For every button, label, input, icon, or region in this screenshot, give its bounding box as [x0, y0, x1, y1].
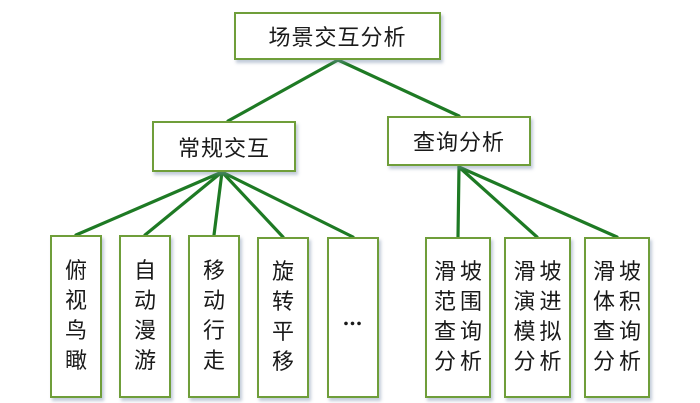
leaf-node: 滑体查分 坡积询析: [584, 237, 650, 398]
leaf-char: 滑: [433, 259, 456, 285]
root-label: 场景交互分析: [268, 26, 407, 51]
leaf-char: 平: [271, 319, 294, 345]
leaf-label-col1: 滑体查分: [593, 258, 615, 378]
leaf-char: 游: [133, 348, 156, 374]
leaf-char: 查: [592, 319, 615, 345]
link-regular-leaf-4: [220, 170, 285, 239]
leaf-char: 漫: [133, 318, 156, 344]
leaf-char: 析: [460, 349, 483, 375]
link-root-regular: [226, 58, 340, 123]
leaf-char: 行: [202, 318, 225, 344]
leaf-char: 转: [271, 289, 294, 315]
leaf-char: 动: [202, 288, 225, 314]
leaf-node-ellipsis: …: [327, 237, 379, 398]
leaf-char: 移: [271, 349, 294, 375]
leaf-char: 坡: [539, 259, 562, 285]
leaf-label: 俯视鸟瞰: [65, 257, 87, 377]
leaf-char: 体: [592, 289, 615, 315]
leaf-char: 分: [433, 349, 456, 375]
leaf-char: 进: [539, 289, 562, 315]
leaf-label-col2: 坡进拟析: [540, 258, 562, 378]
leaf-node: 旋转平移: [257, 237, 309, 398]
leaf-char: 模: [513, 319, 536, 345]
ellipsis-label: …: [342, 305, 364, 330]
leaf-char: 分: [513, 349, 536, 375]
leaf-label-col2: 坡积询析: [619, 258, 641, 378]
leaf-label-col1: 滑演模分: [513, 258, 535, 378]
leaf-char: 析: [539, 349, 562, 375]
branch-node-regular-interaction: 常规交互: [152, 121, 296, 172]
leaf-char: 析: [619, 349, 642, 375]
leaf-label: 自动漫游: [134, 257, 156, 377]
link-regular-leaf-1: [74, 170, 224, 237]
leaf-char: 自: [133, 258, 156, 284]
root-node: 场景交互分析: [234, 12, 441, 60]
leaf-node: 俯视鸟瞰: [50, 235, 102, 398]
leaf-char: 坡: [619, 259, 642, 285]
leaf-char: 移: [202, 258, 225, 284]
leaf-char: 瞰: [64, 348, 87, 374]
leaf-char: 查: [433, 319, 456, 345]
leaf-char: 走: [202, 348, 225, 374]
link-query-leaf-1: [456, 165, 461, 239]
leaf-label-col1: 滑范查分: [434, 258, 456, 378]
link-query-leaf-2: [457, 165, 539, 239]
leaf-char: 鸟: [64, 318, 87, 344]
leaf-node: 移动行走: [188, 235, 240, 398]
leaf-char: 滑: [513, 259, 536, 285]
leaf-char: 拟: [539, 319, 562, 345]
leaf-label: 旋转平移: [272, 258, 294, 378]
leaf-char: 询: [460, 319, 483, 345]
leaf-char: 坡: [460, 259, 483, 285]
leaf-char: 积: [619, 289, 642, 315]
branch-label: 常规交互: [177, 136, 270, 162]
leaf-char: 动: [133, 288, 156, 314]
leaf-char: 分: [592, 349, 615, 375]
link-regular-leaf-2: [143, 170, 224, 237]
leaf-char: 旋: [271, 259, 294, 285]
leaf-char: 范: [433, 289, 456, 315]
leaf-node: 滑演模分 坡进拟析: [504, 237, 571, 398]
link-regular-leaf-3: [212, 170, 224, 237]
branch-label: 查询分析: [412, 131, 505, 156]
link-root-query: [336, 58, 461, 118]
leaf-char: 滑: [592, 259, 615, 285]
leaf-label: 移动行走: [203, 257, 225, 377]
branch-node-query-analysis: 查询分析: [387, 116, 531, 166]
link-query-leaf-3: [457, 165, 619, 239]
link-regular-leaf-5: [220, 170, 355, 239]
leaf-char: 俯: [64, 258, 87, 284]
leaf-label-col2: 坡围询析: [460, 258, 482, 378]
leaf-char: 询: [619, 319, 642, 345]
leaf-node: 自动漫游: [119, 235, 171, 398]
leaf-node: 滑范查分 坡围询析: [425, 237, 491, 398]
leaf-char: 演: [513, 289, 536, 315]
leaf-char: 围: [460, 289, 483, 315]
leaf-char: 视: [64, 288, 87, 314]
